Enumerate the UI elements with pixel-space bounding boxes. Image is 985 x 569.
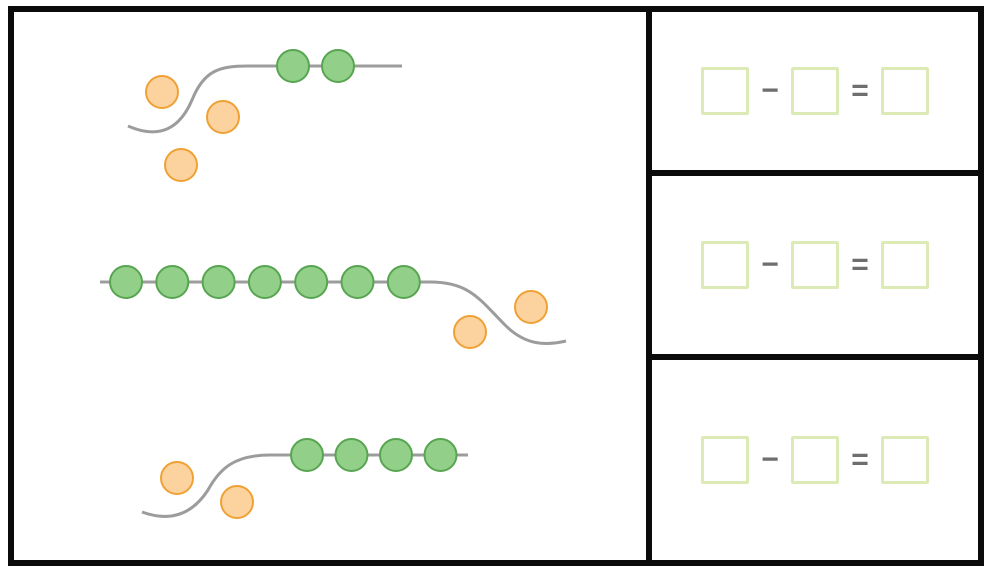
green-bead — [423, 438, 458, 472]
green-bead — [109, 265, 143, 299]
orange-bead — [453, 315, 487, 349]
orange-bead — [164, 148, 198, 182]
minus-sign: − — [761, 248, 779, 281]
answer-box-2a[interactable] — [701, 241, 749, 289]
green-bead — [201, 265, 236, 299]
green-bead — [247, 265, 282, 299]
equation-row-2: − = — [646, 170, 984, 360]
orange-bead — [206, 100, 240, 134]
orange-bead — [145, 75, 179, 109]
answer-box-2b[interactable] — [791, 241, 839, 289]
answer-box-2c[interactable] — [881, 241, 929, 289]
green-bead — [386, 265, 421, 299]
equals-sign: = — [851, 443, 869, 476]
equation-column: − = − = − = — [646, 6, 984, 566]
green-bead — [379, 438, 413, 472]
minus-sign: − — [761, 443, 779, 476]
equals-sign: = — [851, 74, 869, 107]
minus-sign: − — [761, 74, 779, 107]
orange-bead — [514, 290, 548, 324]
green-bead — [290, 438, 324, 472]
green-bead — [321, 49, 355, 83]
equation-row-1: − = — [646, 6, 984, 176]
answer-box-3a[interactable] — [701, 436, 749, 484]
answer-box-1a[interactable] — [701, 67, 749, 115]
answer-box-3c[interactable] — [881, 436, 929, 484]
green-bead — [340, 265, 375, 299]
green-bead — [334, 438, 369, 472]
equation-row-3: − = — [646, 354, 984, 566]
orange-bead — [160, 461, 194, 495]
green-bead — [276, 49, 310, 83]
answer-box-1b[interactable] — [791, 67, 839, 115]
green-bead — [294, 265, 329, 299]
orange-bead — [220, 485, 254, 519]
string-2 — [100, 280, 567, 346]
answer-box-1c[interactable] — [881, 67, 929, 115]
equals-sign: = — [851, 248, 869, 281]
green-bead — [155, 265, 190, 299]
string-1 — [127, 64, 402, 134]
answer-box-3b[interactable] — [791, 436, 839, 484]
string-3 — [141, 453, 468, 518]
